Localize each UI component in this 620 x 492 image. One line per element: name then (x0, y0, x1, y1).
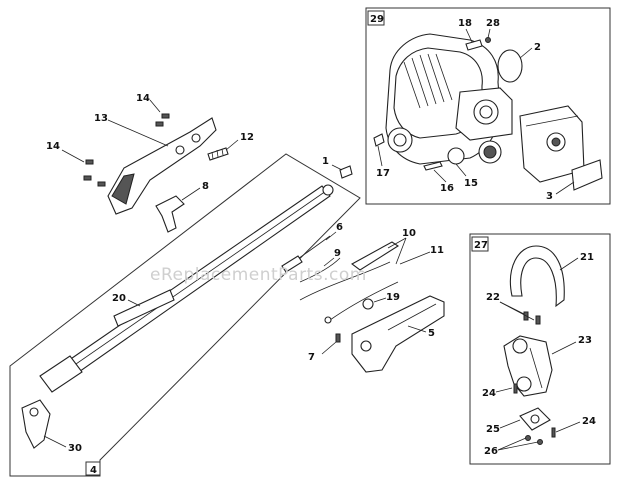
label-9: 9 (334, 248, 341, 259)
shaft-decal (113, 289, 175, 327)
label-19: 19 (386, 292, 400, 303)
handle-screw-14a (161, 113, 170, 119)
clamp-plate (519, 407, 551, 431)
engine-shield (351, 295, 445, 373)
label-24a: 24 (482, 388, 496, 399)
engine-small-part-17 (373, 133, 385, 147)
label-5: 5 (428, 328, 435, 339)
shaft-assembly-box: 4 (9, 153, 361, 477)
air-filter-element (497, 49, 523, 83)
stop-switch-lever (299, 241, 400, 324)
filter-plate (571, 159, 603, 191)
box-label-engine: 29 (370, 14, 384, 25)
handle-screw-22b (535, 315, 541, 325)
label-21: 21 (580, 252, 594, 263)
handle-screw-14d (83, 175, 92, 181)
box-label-shaft: 4 (90, 465, 97, 476)
label-16: 16 (440, 183, 454, 194)
engine-bracket-18 (465, 39, 483, 51)
label-14b: 14 (46, 141, 60, 152)
label-24b: 24 (582, 416, 596, 427)
label-18: 18 (458, 18, 472, 29)
label-6: 6 (336, 222, 343, 233)
label-17: 17 (376, 168, 390, 179)
shaft-clamp (21, 399, 51, 449)
label-11: 11 (430, 245, 444, 256)
loop-handle (509, 245, 565, 308)
label-22: 22 (486, 292, 500, 303)
label-1: 1 (322, 156, 329, 167)
handle-screw-14e (97, 181, 106, 187)
watermark: eReplacementParts.com (150, 265, 367, 285)
trigger-spring (207, 147, 229, 161)
handle-assembly-box: 27 (469, 233, 611, 465)
label-28: 28 (486, 18, 500, 29)
label-23: 23 (578, 335, 592, 346)
throttle-trigger (155, 195, 185, 233)
engine-drawing (385, 33, 513, 165)
label-14a: 14 (136, 93, 150, 104)
label-7: 7 (308, 352, 315, 363)
handle-bracket (503, 335, 553, 397)
throttle-handle (107, 117, 217, 215)
label-13: 13 (94, 113, 108, 124)
screw-7 (335, 333, 341, 343)
box-label-handle: 27 (474, 240, 488, 251)
label-3: 3 (546, 191, 553, 202)
label-15: 15 (464, 178, 478, 189)
label-26: 26 (484, 446, 498, 457)
handle-screw-14b (155, 121, 164, 127)
handle-screw-24a (513, 383, 518, 394)
throttle-cable (281, 235, 331, 273)
drive-shaft-tube (39, 184, 334, 393)
engine-assembly-box: 29 (365, 7, 611, 205)
handle-screw-24b (551, 427, 556, 438)
label-25: 25 (486, 424, 500, 435)
handle-nut-26a (525, 435, 531, 441)
label-8: 8 (202, 181, 209, 192)
handle-nut-26b (537, 439, 543, 445)
engine-screw-28 (485, 37, 491, 43)
label-20: 20 (112, 293, 126, 304)
handle-screw-14c (85, 159, 94, 165)
engine-bolt-16 (423, 161, 443, 171)
washer-19 (362, 298, 374, 310)
label-12: 12 (240, 132, 254, 143)
grommet-1 (339, 165, 353, 179)
air-filter-cover (519, 105, 585, 183)
label-2: 2 (534, 42, 541, 53)
throttle-wire (299, 257, 341, 283)
label-10: 10 (402, 228, 416, 239)
label-30: 30 (68, 443, 82, 454)
